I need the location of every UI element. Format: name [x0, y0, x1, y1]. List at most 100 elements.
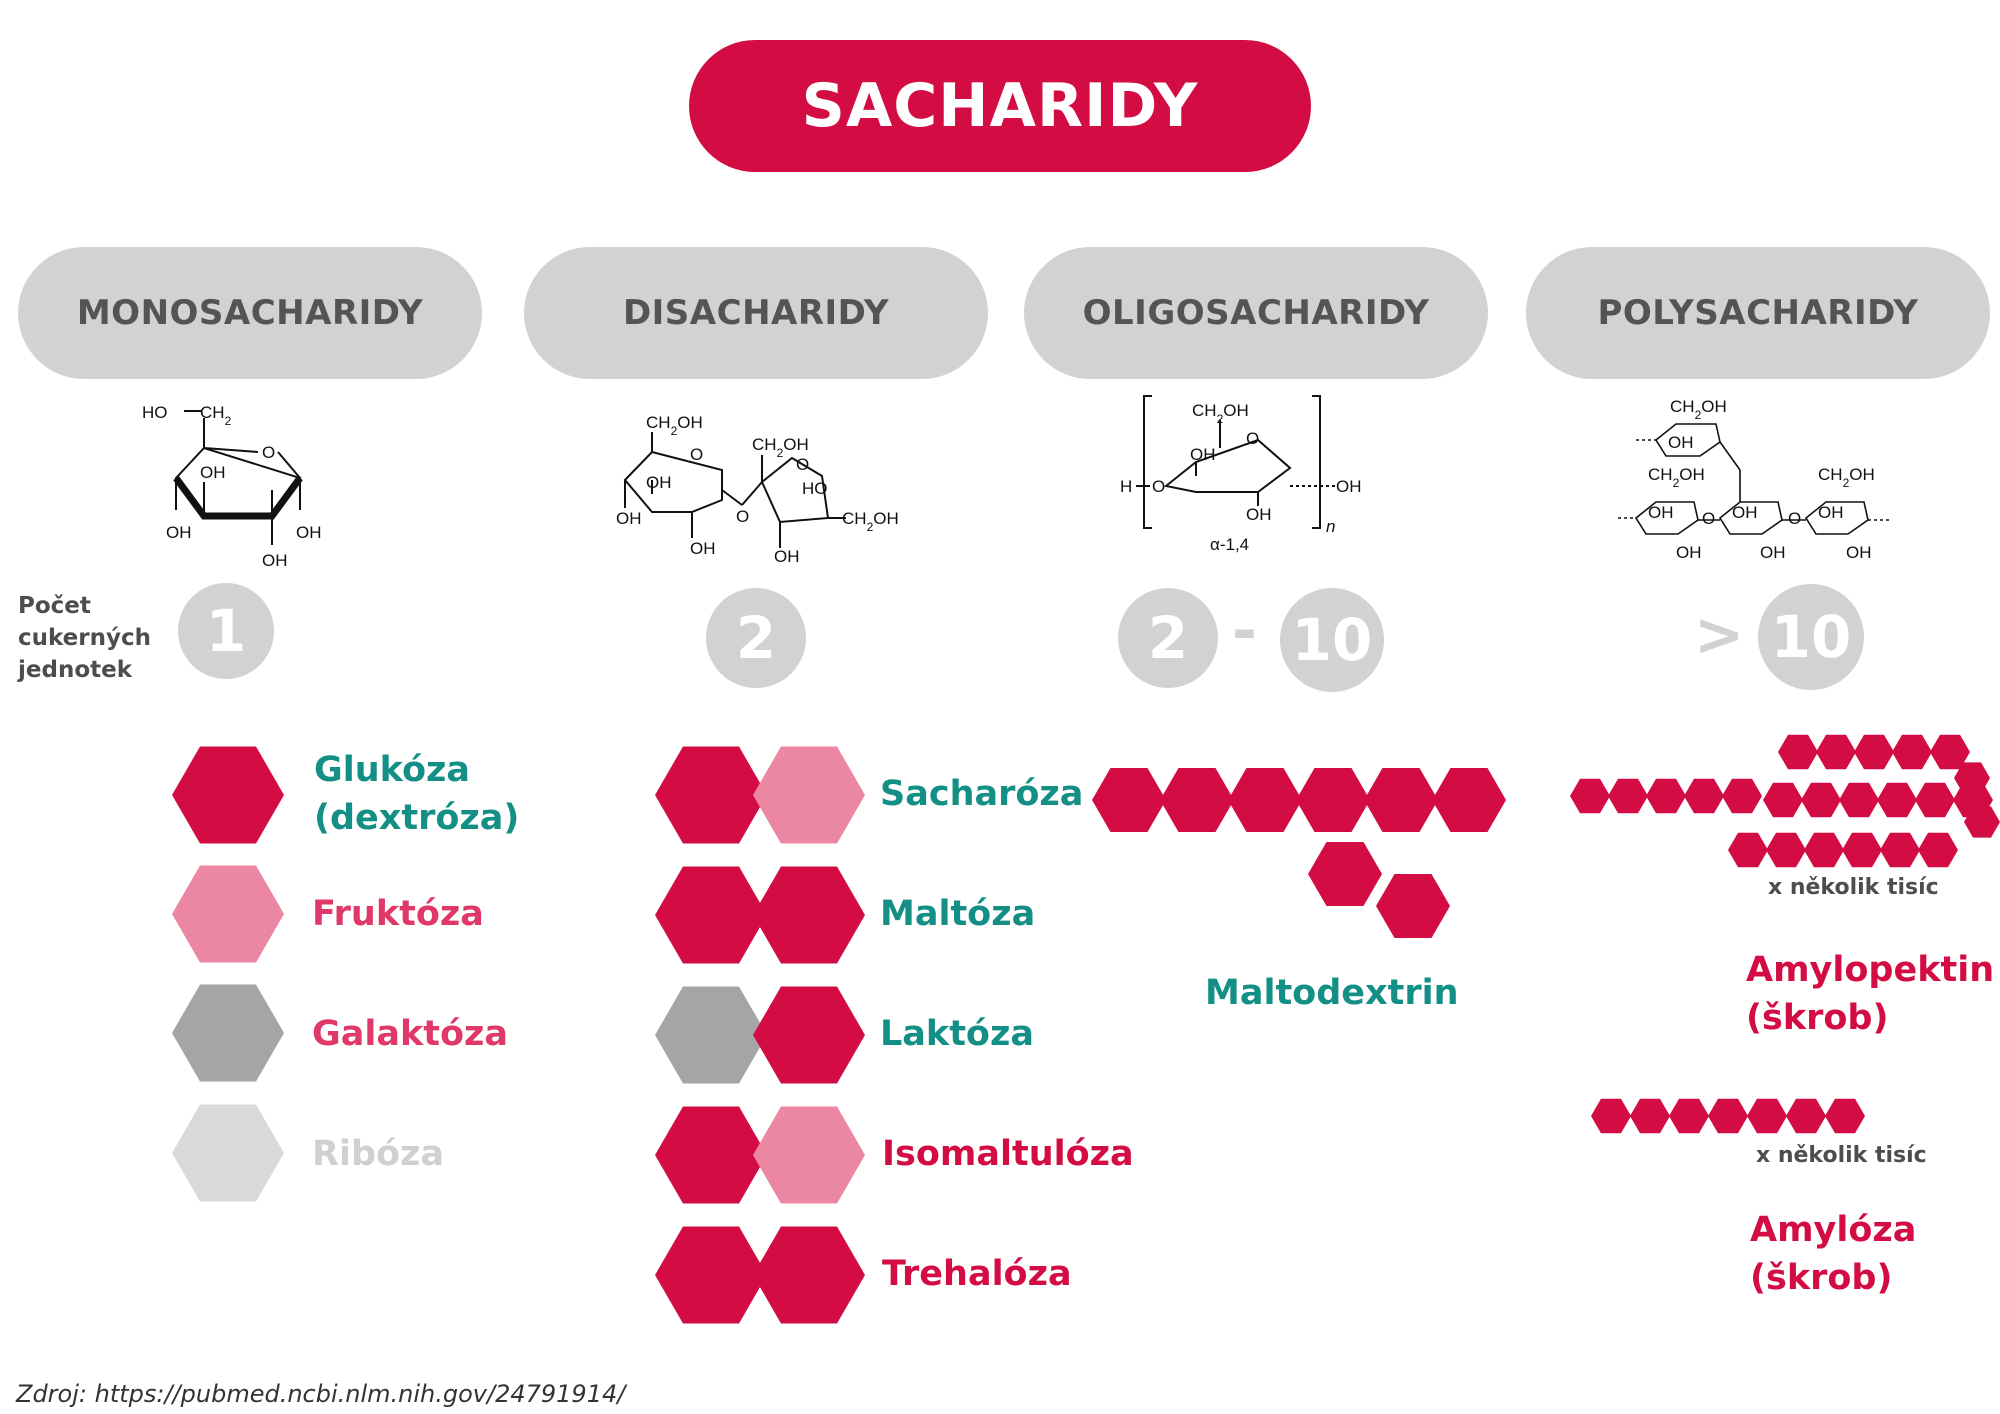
- mono-label-glucose: Glukóza (dextróza): [314, 750, 520, 838]
- hexagon-maltodextrin-unit: [1160, 768, 1234, 832]
- hexagon-amylopectin-unit: [1880, 832, 1920, 868]
- hexagon-fructose: [172, 865, 284, 963]
- sugar-unit-count-label: Počet cukerných jednotek: [18, 593, 152, 683]
- chem-label: OH: [1190, 445, 1216, 464]
- mono-label-fructose: Fruktóza: [312, 894, 484, 934]
- amylopectin-structure: CH2OH OH CH2OH OH OH CH2OH OH OH OH OH O…: [1618, 397, 1890, 562]
- chem-label: OH: [1818, 503, 1844, 522]
- hexagon-amylopectin-unit: [1915, 782, 1955, 818]
- hexagon-disaccharide-unit: [753, 866, 865, 964]
- mono-label-galactose: Galaktóza: [312, 1014, 509, 1054]
- chem-label: α-1,4: [1210, 535, 1249, 554]
- count-circle-oligo-to: 10: [1280, 588, 1384, 692]
- chem-label: CH2OH: [1192, 401, 1249, 426]
- range-dash: -: [1232, 596, 1257, 666]
- hexagon-maltodextrin-unit: [1228, 768, 1302, 832]
- chem-label: OH: [774, 547, 800, 566]
- hexagon-amylopectin-unit: [1918, 832, 1958, 868]
- hexagon-amylopectin-unit: [1930, 734, 1970, 770]
- hexagon-disaccharide-unit: [753, 1106, 865, 1204]
- hexagon-amylopectin-unit: [1842, 832, 1882, 868]
- chem-label: OH: [200, 463, 226, 482]
- chem-label: OH: [1246, 505, 1272, 524]
- chem-label: OH: [1732, 503, 1758, 522]
- hexagon-amylopectin-unit: [1646, 778, 1686, 814]
- di-label-maltose: Maltóza: [880, 894, 1036, 934]
- hexagon-maltodextrin-unit: [1432, 768, 1506, 832]
- hexagon-amylopectin-unit: [1722, 778, 1762, 814]
- chem-label: OH: [1846, 543, 1872, 562]
- count-circle-oligo-from: 2: [1118, 588, 1218, 688]
- hexagon-amylopectin-unit: [1804, 832, 1844, 868]
- chem-label: CH2OH: [752, 435, 809, 460]
- chem-label: H: [1120, 477, 1132, 496]
- chem-label: CH2OH: [646, 413, 703, 438]
- chem-label: CH2: [200, 403, 232, 428]
- hexagon-amylopectin-unit: [1608, 778, 1648, 814]
- maltodextrin-structure: CH2OH O OH H O OH OH n α-1,4: [1120, 395, 1362, 554]
- chem-label: O: [1152, 477, 1165, 496]
- count-circle-mono: 1: [178, 583, 274, 679]
- hexagon-amylopectin-unit: [1877, 782, 1917, 818]
- hexagon-amylose-unit: [1630, 1098, 1670, 1134]
- hexagon-amylopectin-unit: [1964, 806, 2000, 838]
- chem-label: O: [1788, 509, 1801, 528]
- hexagon-disaccharide-unit: [655, 746, 767, 844]
- hexagon-amylopectin-unit: [1778, 734, 1818, 770]
- hexagon-amylopectin-unit: [1728, 832, 1768, 868]
- di-label-trehalose: Trehalóza: [882, 1254, 1072, 1294]
- count-circle-poly: 10: [1758, 584, 1864, 690]
- oligo-label-maltodextrin: Maltodextrin: [1205, 973, 1459, 1013]
- hexagon-amylopectin-unit: [1954, 762, 1990, 794]
- hexagon-amylopectin-unit: [1892, 734, 1932, 770]
- hexagon-amylose-unit: [1825, 1098, 1865, 1134]
- chem-label: O: [262, 443, 275, 462]
- chem-label: OH: [616, 509, 642, 528]
- poly-label-amylopectin: Amylopektin (škrob): [1746, 950, 1995, 1038]
- hexagon-amylose-unit: [1786, 1098, 1826, 1134]
- chem-label: CH2OH: [1648, 465, 1705, 490]
- chem-label: HO: [802, 479, 828, 498]
- category-oligosaccharides: OLIGOSACHARIDY: [1024, 247, 1488, 379]
- hexagon-maltodextrin-unit: [1296, 768, 1370, 832]
- hexagon-disaccharide-unit: [753, 1226, 865, 1324]
- hexagon-amylopectin-unit: [1816, 734, 1856, 770]
- hexagon-maltodextrin-unit: [1364, 768, 1438, 832]
- hexagon-amylopectin-unit: [1801, 782, 1841, 818]
- chem-label: OH: [1336, 477, 1362, 496]
- category-monosaccharides: MONOSACHARIDY: [18, 247, 482, 379]
- hexagon-amylose-unit: [1708, 1098, 1748, 1134]
- chem-label: O: [736, 507, 749, 526]
- hexagon-amylopectin-unit: [1684, 778, 1724, 814]
- chem-label: CH2OH: [1818, 465, 1875, 490]
- hexagon-maltodextrin-unit: [1092, 768, 1166, 832]
- glucose-structure: HO CH2 O OH OH OH OH: [142, 403, 322, 570]
- di-label-sucrose: Sacharóza: [880, 774, 1084, 814]
- hexagon-amylopectin-unit: [1763, 782, 1803, 818]
- chem-label: OH: [1760, 543, 1786, 562]
- poly-note-amylose: x několik tisíc: [1756, 1143, 1927, 1168]
- hexagon-amylose-unit: [1591, 1098, 1631, 1134]
- hexagon-disaccharide-unit: [753, 986, 865, 1084]
- hexagon-ribose: [172, 1104, 284, 1202]
- hexagon-maltodextrin-unit: [1376, 874, 1450, 938]
- hexagon-amylopectin-unit: [1766, 832, 1806, 868]
- hexagon-disaccharide-unit: [753, 746, 865, 844]
- hexagon-amylopectin-unit: [1854, 734, 1894, 770]
- hexagon-disaccharide-unit: [655, 866, 767, 964]
- chem-label: CH2OH: [1670, 397, 1727, 422]
- hexagon-disaccharide-unit: [655, 986, 767, 1084]
- chem-label: OH: [262, 551, 288, 570]
- sucrose-structure: CH2OH O OH OH OH O CH2OH O HO CH2OH OH: [616, 413, 899, 566]
- poly-label-amylose: Amylóza (škrob): [1750, 1210, 1917, 1298]
- chem-label: n: [1326, 517, 1335, 536]
- di-label-lactose: Laktóza: [880, 1014, 1034, 1054]
- mono-label-ribose: Ribóza: [312, 1134, 445, 1174]
- page-title: SACHARIDY: [689, 40, 1311, 172]
- hexagon-amylopectin-unit: [1839, 782, 1879, 818]
- di-label-isomaltulose: Isomaltulóza: [882, 1134, 1134, 1174]
- chem-label: OH: [166, 523, 192, 542]
- greater-than-sign: >: [1694, 600, 1745, 670]
- category-disaccharides: DISACHARIDY: [524, 247, 988, 379]
